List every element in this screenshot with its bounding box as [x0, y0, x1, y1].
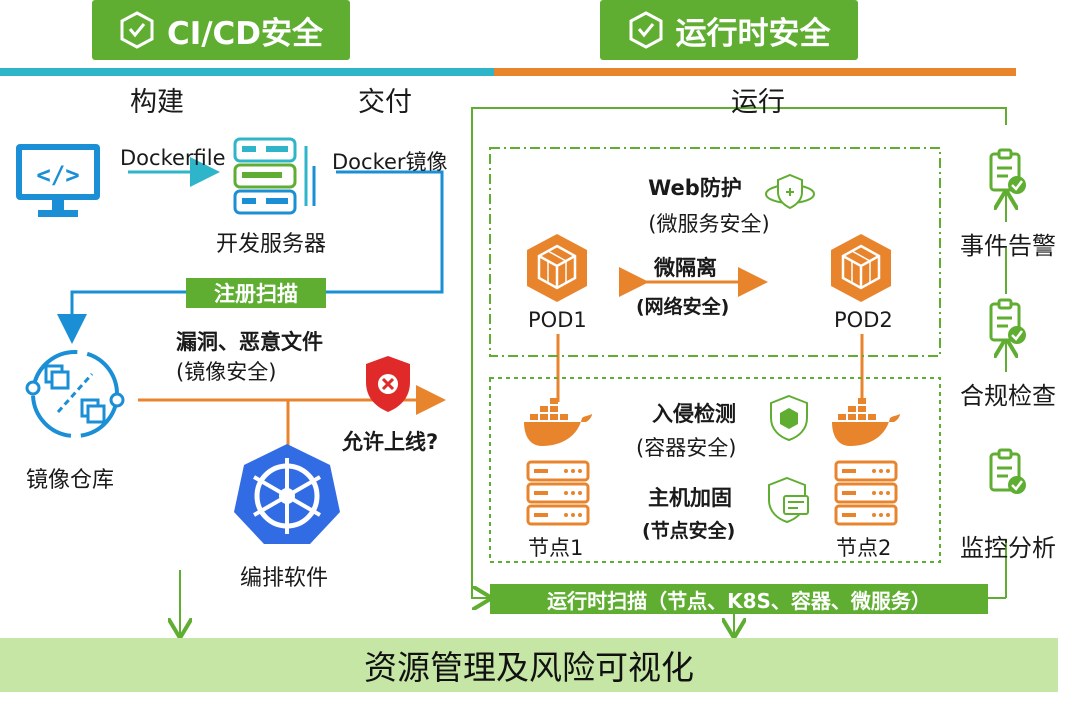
code-monitor-icon: </> [16, 144, 100, 217]
kubernetes-icon [234, 444, 340, 544]
pod2-label: POD2 [834, 308, 893, 332]
stage-build: 构建 [130, 87, 184, 118]
monitor-label: 监控分析 [960, 534, 1056, 562]
micro-isolation-label: 微隔离 [654, 256, 717, 280]
svg-text:</>: </> [36, 161, 79, 189]
vuln-sub: (镜像安全) [176, 360, 277, 384]
docker-whale-icon [524, 398, 592, 446]
footer-label: 资源管理及风险可视化 [364, 648, 694, 687]
image-repo-label: 镜像仓库 [26, 468, 115, 493]
host-harden-label: 主机加固 [648, 486, 732, 510]
shield-logo-icon [120, 11, 154, 49]
container-shield-icon [770, 394, 808, 442]
pod-cube-icon [831, 234, 891, 302]
dev-server-label: 开发服务器 [216, 232, 327, 257]
clipboard-check-icon [989, 148, 1026, 194]
runtime-upper-box [489, 147, 941, 357]
server-rack-icon [233, 137, 316, 215]
web-shield-icon [765, 173, 815, 210]
host-shield-icon [768, 476, 809, 524]
host-harden-sub: (节点安全) [642, 520, 736, 542]
event-alert-label: 事件告警 [960, 232, 1056, 260]
cicd-banner-label: CI/CD安全 [166, 15, 324, 52]
clipboard-check-icon [989, 298, 1026, 344]
docker-image-label: Docker镜像 [332, 150, 448, 174]
footer-banner: 资源管理及风险可视化 [0, 638, 1058, 692]
stage-run: 运行 [731, 87, 785, 118]
image-push-line [57, 170, 444, 344]
runtime-loop-line [471, 107, 1007, 598]
web-protect-label: Web防护 [648, 176, 742, 200]
pod1-label: POD1 [528, 308, 587, 332]
runtime-banner: 运行时安全 [600, 0, 858, 60]
cicd-banner: CI/CD安全 [92, 0, 350, 60]
node2-label: 节点2 [836, 536, 892, 560]
vuln-title: 漏洞、恶意文件 [176, 330, 323, 354]
runtime-lower-box [489, 377, 941, 563]
compliance-label: 合规检查 [960, 382, 1056, 410]
orchestration-label: 编排软件 [240, 566, 329, 591]
runtime-bar [494, 68, 1016, 76]
node-server-icon [526, 460, 590, 526]
clipboard-check-icon [989, 448, 1026, 494]
image-repo-icon [25, 350, 125, 438]
runtime-scan-label: 运行时扫描（节点、K8S、容器、微服务） [490, 584, 988, 614]
micro-isolation-sub: (网络安全) [636, 296, 730, 318]
stage-deliver: 交付 [358, 87, 412, 118]
shield-logo-icon [629, 11, 662, 49]
node-server-icon [834, 460, 898, 526]
node1-label: 节点1 [528, 536, 584, 560]
allow-online-label: 允许上线? [342, 430, 439, 454]
runtime-banner-label: 运行时安全 [675, 15, 831, 52]
intrusion-sub: (容器安全) [636, 436, 737, 460]
intrusion-label: 入侵检测 [652, 402, 736, 426]
blocked-shield-icon [366, 356, 410, 412]
cicd-bar [0, 68, 494, 76]
web-protect-sub: (微服务安全) [648, 212, 770, 236]
docker-whale-icon [832, 398, 900, 446]
pod-cube-icon [527, 234, 587, 302]
register-scan-label: 注册扫描 [186, 278, 326, 308]
dockerfile-label: Dockerfile [120, 146, 226, 170]
